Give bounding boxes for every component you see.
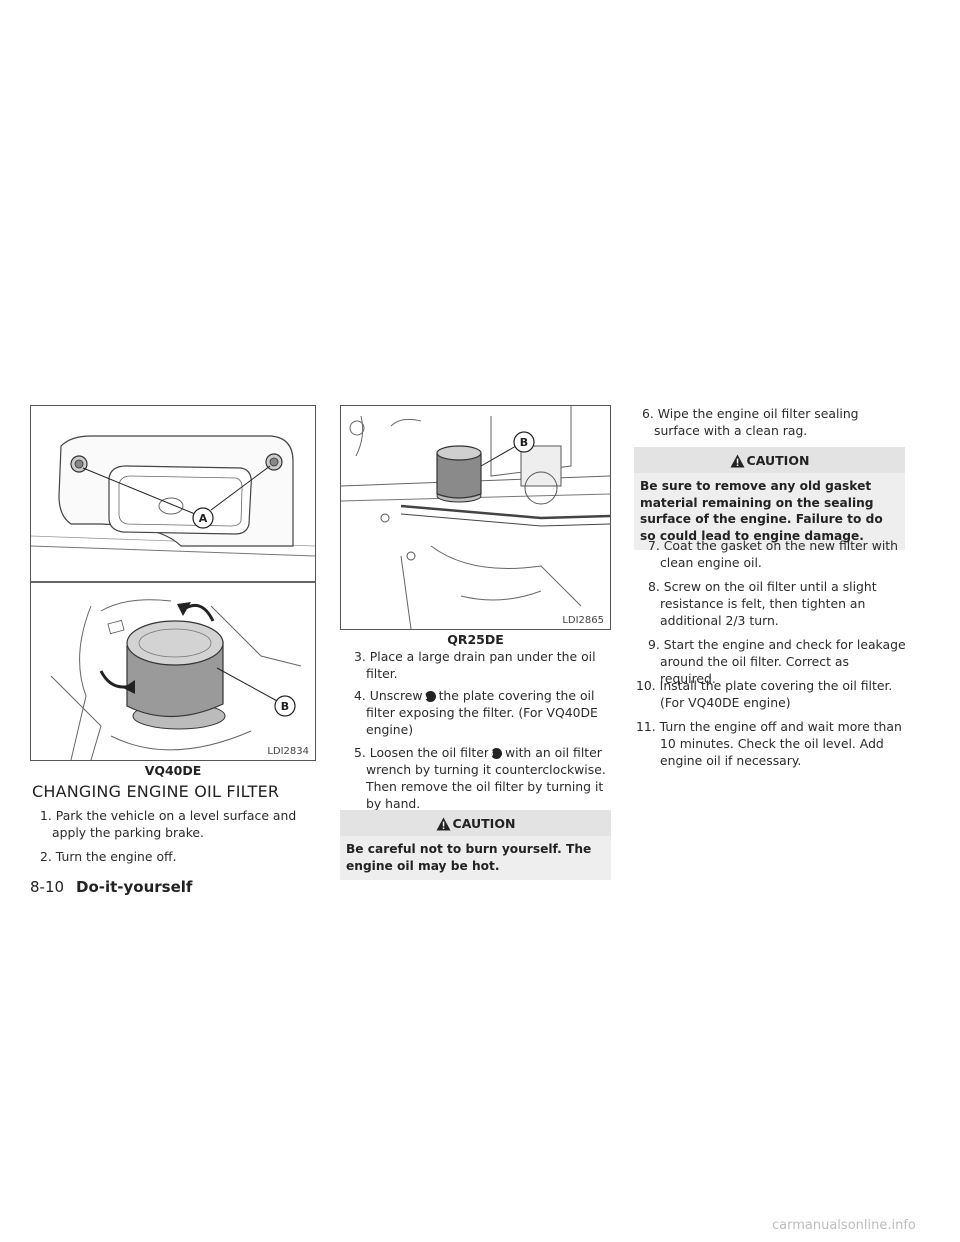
figure-caption-vq40de: VQ40DE: [144, 763, 202, 778]
step-1-text: Park the vehicle on a level surface and …: [52, 808, 297, 840]
step-1-num: 1.: [40, 808, 52, 823]
label-b-text: B: [281, 700, 289, 713]
step-1: 1. Park the vehicle on a level surface a…: [32, 807, 318, 841]
step-8: 8. Screw on the oil filter until a sligh…: [648, 579, 877, 628]
step-6: 6. Wipe the engine oil filter sealing su…: [642, 406, 859, 438]
label-a-text: A: [199, 512, 208, 525]
step-2: 2. Turn the engine off.: [32, 848, 318, 865]
caution-box-burn: CAUTION Be careful not to burn yourself.…: [340, 810, 611, 880]
vq40de-illustration: A B: [31, 435, 315, 760]
figure-caption-qr25de: QR25DE: [447, 632, 504, 647]
step-11: 11. Turn the engine off and wait more th…: [636, 719, 902, 768]
warning-icon: [730, 454, 745, 468]
page-number: 8-10: [30, 878, 65, 896]
caution-box-gasket: CAUTION Be sure to remove any old gasket…: [634, 447, 905, 550]
step-10: 10. Install the plate covering the oil f…: [636, 678, 893, 710]
caution-title: CAUTION: [746, 453, 810, 468]
callout-b-badge: B: [487, 748, 502, 759]
chapter-title: Do-it-yourself: [76, 878, 193, 896]
caution-title: CAUTION: [452, 816, 516, 831]
qr25de-illustration: B: [341, 406, 610, 629]
step-7: 7. Coat the gasket on the new filter wit…: [648, 538, 898, 570]
step-3: 3. Place a large drain pan under the oil…: [354, 649, 596, 681]
step-9: 9. Start the engine and check for leakag…: [648, 637, 906, 686]
watermark: carmanualsonline.info: [772, 1218, 916, 1233]
figure-qr25de: B LDI2865: [340, 405, 611, 630]
step-2-num: 2.: [40, 849, 52, 864]
section-title: CHANGING ENGINE OIL FILTER: [32, 782, 280, 801]
caution-text: Be sure to remove any old gasket materia…: [634, 473, 905, 550]
warning-icon: [436, 817, 451, 831]
step-2-text: Turn the engine off.: [55, 849, 177, 864]
callout-a-badge: A: [421, 691, 436, 702]
caution-text: Be careful not to burn yourself. The eng…: [340, 836, 611, 880]
figure-vq40de: A B LDI2834: [30, 405, 316, 761]
label-b-mid-text: B: [520, 436, 528, 449]
figure-id-ldi2865: LDI2865: [562, 615, 604, 626]
figure-id-ldi2834: LDI2834: [267, 746, 309, 757]
